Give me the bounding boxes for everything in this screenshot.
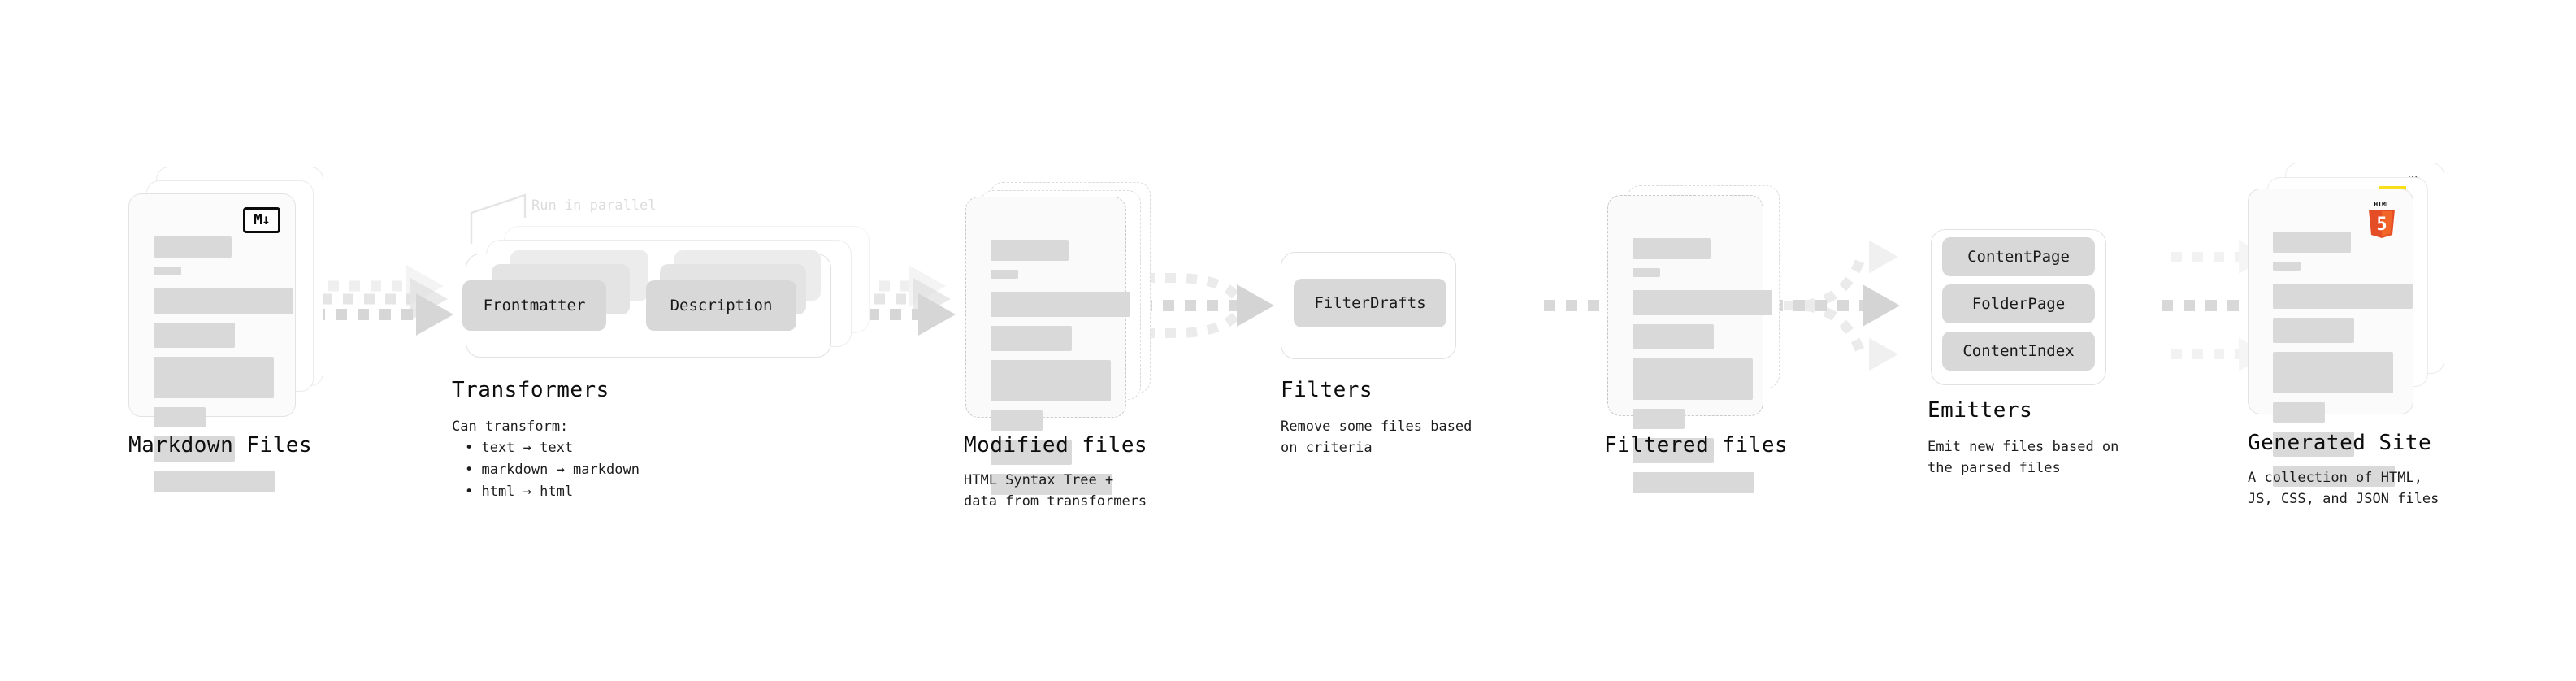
placeholder-bar (991, 240, 1069, 261)
emitter-chip-contentindex[interactable]: ContentIndex (1942, 332, 2095, 371)
placeholder-bar (154, 267, 181, 275)
connector-md-to-transformers (314, 265, 453, 336)
transformers-bullet-2: • html → html (465, 484, 574, 500)
stage-title-modified-files: Modified files (964, 433, 1148, 458)
placeholder-bar (154, 236, 232, 258)
html5-badge: HTML 5 (2364, 199, 2400, 240)
transformers-bullet-0: • text → text (465, 440, 574, 456)
emitter-chip-folderpage[interactable]: FolderPage (1942, 284, 2095, 323)
placeholder-bar (991, 360, 1111, 401)
placeholder-bar (154, 407, 206, 427)
placeholder-bar (991, 326, 1072, 351)
markdown-card-front: M↓ (128, 193, 296, 492)
run-in-parallel-label: Run in parallel (531, 197, 657, 214)
placeholder-bar (2273, 352, 2393, 393)
placeholder-bar (2273, 232, 2351, 253)
stage-title-filters: Filters (1281, 378, 1373, 402)
placeholder-bar (1633, 268, 1660, 277)
placeholder-bars (2273, 232, 2413, 496)
stage-title-generated-site: Generated Site (2248, 431, 2432, 455)
svg-text:5: 5 (2376, 215, 2387, 235)
placeholder-bar (991, 292, 1130, 317)
placeholder-bar (991, 440, 1072, 465)
connector-filtered-to-emitters (1772, 240, 1900, 371)
stage-title-transformers: Transformers (452, 378, 609, 402)
placeholder-bar (1633, 324, 1714, 349)
placeholder-bar (1633, 290, 1772, 315)
filtered-card-front (1607, 195, 1772, 493)
placeholder-bar (154, 323, 235, 348)
placeholder-bars (991, 240, 1130, 504)
html5-badge-icon: HTML 5 (2369, 201, 2395, 238)
placeholder-bar (2273, 402, 2325, 423)
site-card-front: HTML 5 (2248, 189, 2413, 487)
placeholder-bar (154, 471, 275, 492)
stage-title-filtered-files: Filtered files (1604, 433, 1789, 458)
emitters-subtitle: Emit new files based on the parsed files (1928, 439, 2119, 477)
transformers-bullet-1: • markdown → markdown (465, 462, 640, 478)
placeholder-bars (154, 236, 293, 501)
placeholder-bar (1633, 472, 1754, 493)
modified-card-front (965, 197, 1130, 495)
filter-chip-filterdrafts[interactable]: FilterDrafts (1294, 279, 1446, 327)
placeholder-bar (2273, 466, 2395, 487)
placeholder-bar (2273, 318, 2354, 343)
placeholder-bar (154, 357, 274, 398)
filters-subtitle: Remove some files based on criteria (1281, 419, 1472, 457)
placeholder-bar (2273, 432, 2354, 457)
placeholder-bar (2273, 262, 2301, 271)
placeholder-bars (1633, 238, 1772, 502)
placeholder-bar (154, 436, 235, 462)
placeholder-bar (1633, 358, 1753, 400)
transformer-chip-frontmatter[interactable]: Frontmatter (462, 280, 606, 331)
placeholder-bar (991, 410, 1043, 431)
placeholder-bar (991, 270, 1018, 279)
placeholder-bar (1633, 238, 1711, 259)
stage-title-markdown-files: Markdown Files (128, 433, 313, 458)
placeholder-bar (991, 474, 1112, 495)
placeholder-bar (1633, 409, 1685, 429)
generated-site-subtitle: A collection of HTML, JS, CSS, and JSON … (2248, 470, 2439, 508)
emitter-chip-contentpage[interactable]: ContentPage (1942, 237, 2095, 276)
placeholder-bar (154, 288, 293, 314)
svg-text:HTML: HTML (2374, 201, 2389, 208)
placeholder-bar (1633, 438, 1714, 463)
stage-title-emitters: Emitters (1928, 398, 2033, 423)
connector-modified-to-filters (1141, 273, 1274, 338)
placeholder-bar (2273, 284, 2413, 309)
transformer-chip-description[interactable]: Description (646, 280, 796, 331)
markdown-badge: M↓ (243, 207, 280, 233)
modified-files-subtitle: HTML Syntax Tree + data from transformer… (964, 472, 1147, 510)
transformers-subtitle: Can transform: (452, 419, 569, 435)
